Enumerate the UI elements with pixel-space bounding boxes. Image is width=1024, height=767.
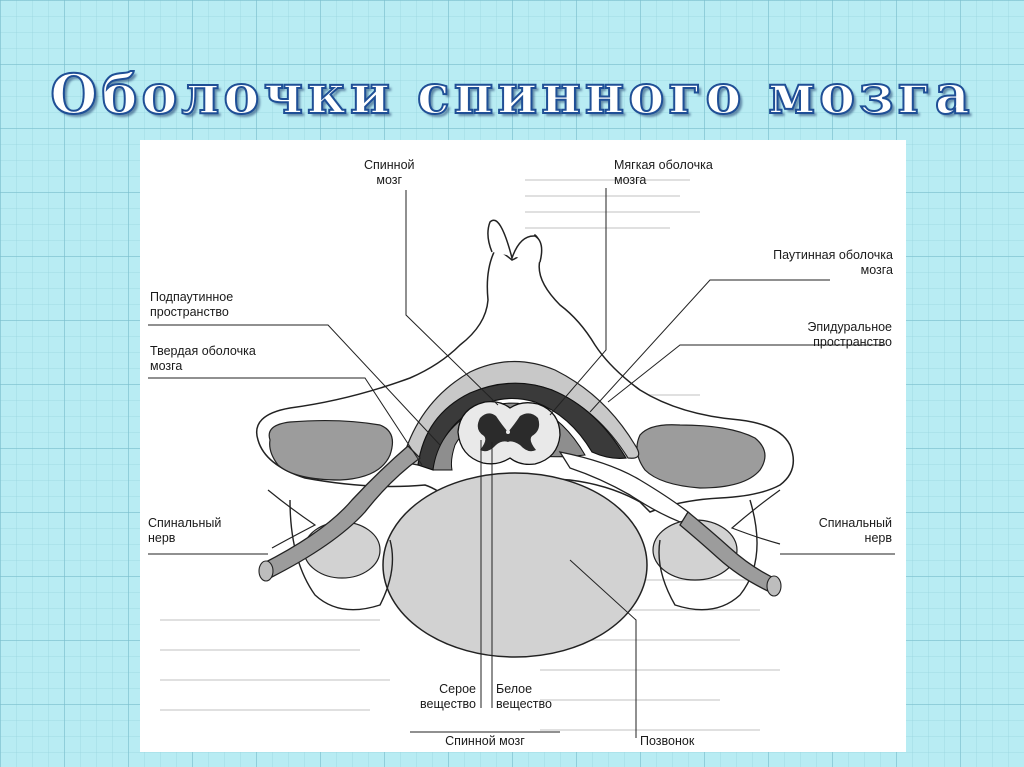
spinal-nerve-left-end — [258, 560, 274, 582]
spinal-nerve-right-end — [766, 575, 782, 597]
spinous-process — [487, 219, 543, 263]
label-vertebra: Позвонок — [640, 734, 695, 748]
leader-lines — [148, 188, 895, 738]
slide-title: Оболочки спинного мозга — [49, 61, 974, 127]
transverse-process-right — [636, 424, 766, 489]
vertebral-body — [382, 472, 648, 658]
label-spinal-cord-bottom: Спинной мозг — [445, 734, 525, 748]
spinal-nerve-left-root — [267, 489, 317, 549]
spinal-nerve-right-root — [730, 489, 781, 545]
central-canal — [506, 430, 510, 434]
diagram-drawing — [148, 179, 895, 738]
transverse-process-left — [268, 419, 393, 481]
